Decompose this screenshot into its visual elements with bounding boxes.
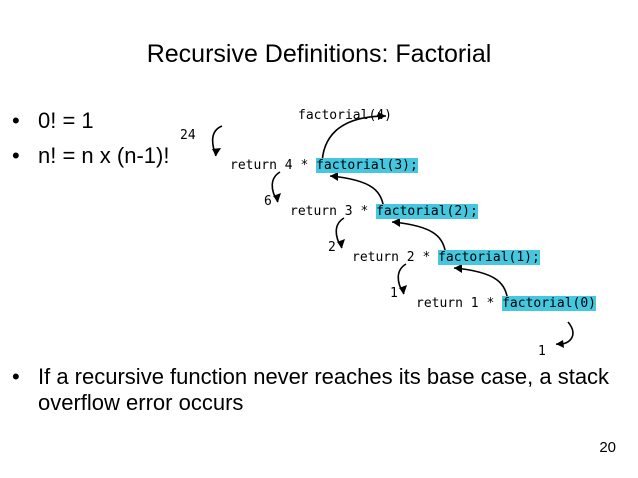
page-number: 20 xyxy=(599,439,616,456)
diagram-line-3-call: factorial(1); xyxy=(438,250,540,265)
page-title: Recursive Definitions: Factorial xyxy=(146,40,492,68)
diagram-result-2: 2 xyxy=(328,240,336,255)
bullet-item-2: • n! = n x (n-1)! xyxy=(12,143,342,169)
diagram-line-4-prefix: return 1 * xyxy=(416,296,503,311)
diagram-line-1: return 4 * factorial(3); xyxy=(230,158,418,173)
bullet-marker: • xyxy=(12,143,20,168)
diagram-line-0: factorial(4) xyxy=(298,108,392,123)
diagram-line-2: return 3 * factorial(2); xyxy=(290,204,478,219)
bullet-text-2: n! = n x (n-1)! xyxy=(38,143,170,168)
diagram-result-0: 24 xyxy=(180,128,196,143)
diagram-result-1: 6 xyxy=(264,194,272,209)
bullet-text-3: If a recursive function never reaches it… xyxy=(38,364,610,415)
diagram-line-2-prefix: return 3 * xyxy=(290,204,377,219)
bullet-item-3: • If a recursive function never reaches … xyxy=(12,364,612,416)
diagram-result-3: 1 xyxy=(390,286,398,301)
diagram-line-1-prefix: return 4 * xyxy=(230,158,317,173)
diagram-line-4: return 1 * factorial(0) xyxy=(416,296,597,311)
bullet-marker: • xyxy=(12,108,20,133)
diagram-line-3-prefix: return 2 * xyxy=(352,250,439,265)
diagram-line-1-call: factorial(3); xyxy=(316,158,418,173)
diagram-arrows xyxy=(211,112,574,348)
factorial-recursion-diagram: factorial(4) 24 return 4 * factorial(3);… xyxy=(160,100,630,370)
diagram-line-0-call: factorial(4) xyxy=(298,108,392,123)
diagram-line-4-call: factorial(0) xyxy=(502,296,597,311)
bullet-text-1: 0! = 1 xyxy=(38,108,94,133)
diagram-result-4: 1 xyxy=(538,344,546,359)
diagram-line-3: return 2 * factorial(1); xyxy=(352,250,540,265)
bullet-marker: • xyxy=(12,364,20,389)
diagram-line-2-call: factorial(2); xyxy=(376,204,478,219)
bullet-item-1: • 0! = 1 xyxy=(12,108,312,134)
